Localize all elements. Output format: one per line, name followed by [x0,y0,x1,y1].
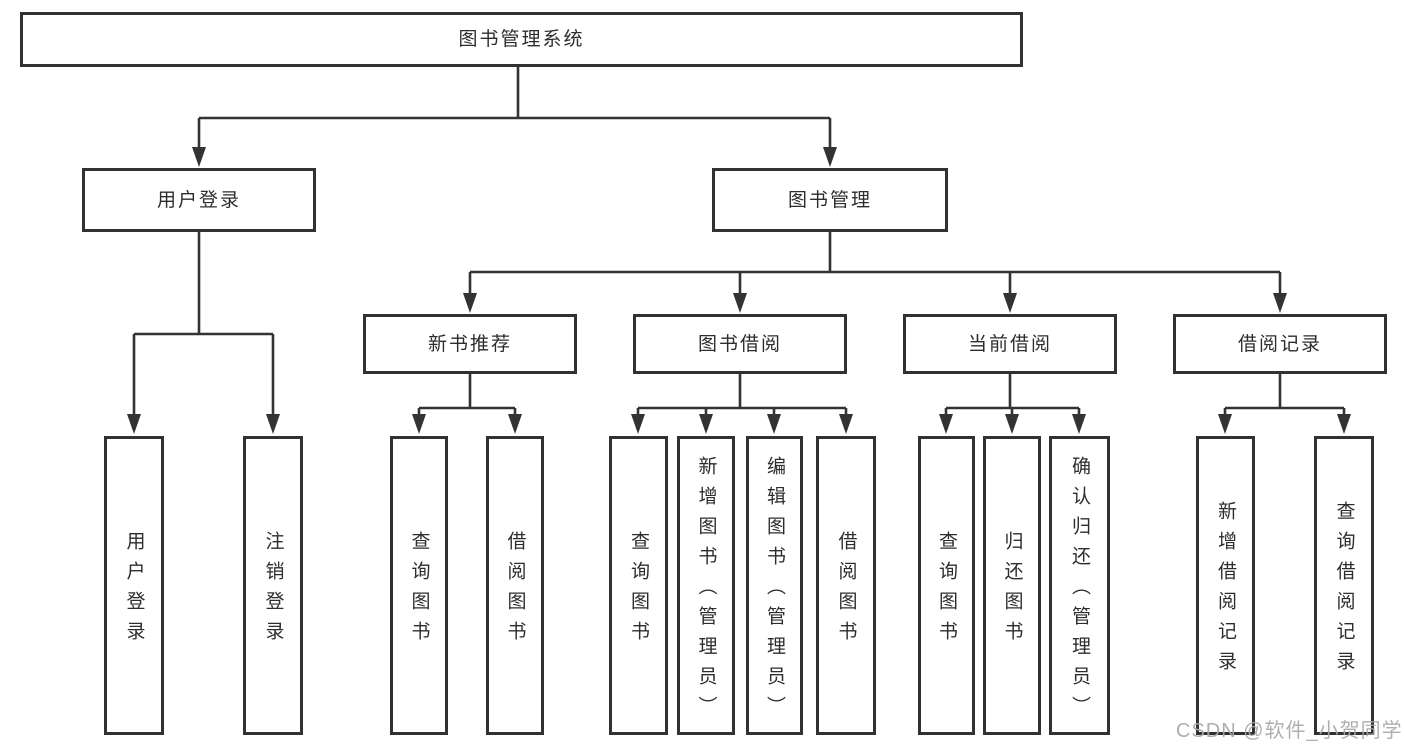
node-new-book-recommend-label: 新书推荐 [427,333,512,355]
leaf-current-query-books: 查询图书 [918,436,975,735]
arrowheads [127,147,1351,434]
node-current-borrowing: 当前借阅 [903,314,1117,374]
leaf-edit-book-admin-label: 编辑图书（管理员） [764,456,785,726]
leaf-rec-query-books: 查询图书 [390,436,448,735]
node-user-login-label: 用户登录 [156,189,241,211]
leaf-edit-book-admin: 编辑图书（管理员） [746,436,803,735]
leaf-logout: 注销登录 [243,436,303,735]
node-book-management: 图书管理 [712,168,948,232]
leaf-add-borrow-record: 新增借阅记录 [1196,436,1255,735]
leaf-rec-query-books-label: 查询图书 [408,531,430,651]
leaf-add-borrow-record-label: 新增借阅记录 [1215,501,1236,681]
leaf-borrow-query-books: 查询图书 [609,436,668,735]
leaf-borrow-books-label: 借阅图书 [835,531,857,651]
node-new-book-recommend: 新书推荐 [363,314,577,374]
leaf-borrow-books: 借阅图书 [816,436,876,735]
node-borrowing-records-label: 借阅记录 [1237,333,1322,355]
node-borrowing-records: 借阅记录 [1173,314,1387,374]
leaf-confirm-return-admin: 确认归还（管理员） [1049,436,1110,735]
leaf-return-books-label: 归还图书 [1001,531,1023,651]
leaf-user-login-label: 用户登录 [123,531,145,651]
node-book-borrowing-label: 图书借阅 [697,333,782,355]
leaf-confirm-return-admin-label: 确认归还（管理员） [1069,456,1090,726]
leaf-user-login: 用户登录 [104,436,164,735]
leaf-logout-label: 注销登录 [262,531,284,651]
leaf-current-query-books-label: 查询图书 [936,531,957,651]
leaf-query-borrow-record-label: 查询借阅记录 [1333,501,1355,681]
leaf-rec-borrow-books-label: 借阅图书 [504,531,526,651]
leaf-add-book-admin-label: 新增图书（管理员） [695,456,717,726]
csdn-watermark: CSDN @软件_小贺同学 [1176,720,1403,742]
node-book-borrowing: 图书借阅 [633,314,847,374]
leaf-add-book-admin: 新增图书（管理员） [677,436,735,735]
node-book-management-label: 图书管理 [787,189,872,211]
node-current-borrowing-label: 当前借阅 [967,333,1052,355]
node-user-login: 用户登录 [82,168,316,232]
node-root: 图书管理系统 [20,12,1023,67]
leaf-rec-borrow-books: 借阅图书 [486,436,544,735]
leaf-return-books: 归还图书 [983,436,1041,735]
leaf-borrow-query-books-label: 查询图书 [628,531,649,651]
leaf-query-borrow-record: 查询借阅记录 [1314,436,1374,735]
node-root-label: 图书管理系统 [458,29,585,50]
